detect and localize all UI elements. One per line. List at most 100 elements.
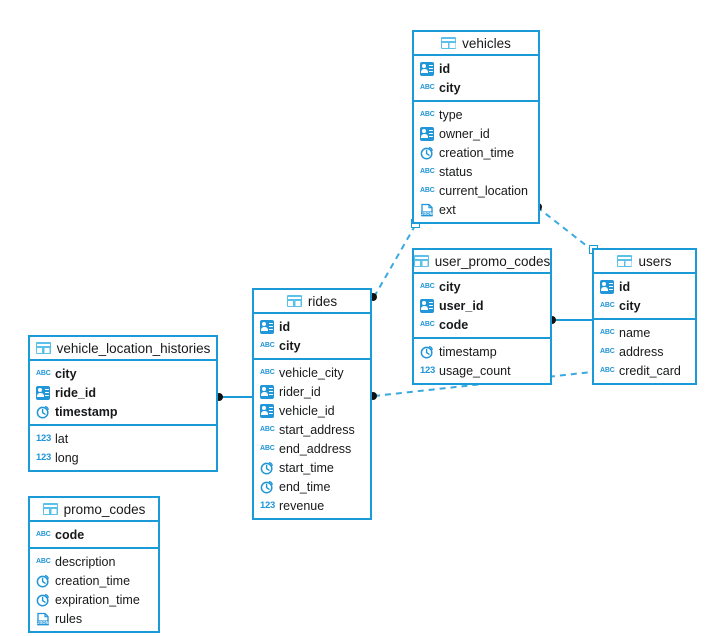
- timestamp-icon: [36, 574, 50, 588]
- column-name: ride_id: [55, 385, 96, 400]
- column-row[interactable]: ABC type: [414, 105, 538, 124]
- column-name: user_id: [439, 298, 484, 313]
- column-name: end_time: [279, 479, 331, 494]
- column-name: address: [619, 344, 664, 359]
- string-icon: ABC: [420, 84, 435, 91]
- string-icon: ABC: [420, 187, 435, 194]
- column-row[interactable]: timestamp: [30, 402, 216, 421]
- column-name: lat: [55, 431, 69, 446]
- column-row[interactable]: owner_id: [414, 124, 538, 143]
- column-row[interactable]: ABC name: [594, 323, 695, 342]
- column-row[interactable]: timestamp: [414, 342, 550, 361]
- string-icon: ABC: [36, 558, 51, 565]
- string-icon: ABC: [420, 111, 435, 118]
- column-row[interactable]: expiration_time: [30, 590, 158, 609]
- column-row[interactable]: ride_id: [30, 383, 216, 402]
- column-row[interactable]: vehicle_id: [254, 401, 370, 420]
- table-icon: [413, 255, 429, 267]
- column-row[interactable]: id: [594, 277, 695, 296]
- table-header[interactable]: rides: [254, 290, 370, 314]
- column-row[interactable]: end_time: [254, 477, 370, 496]
- table-icon: [441, 37, 457, 49]
- timestamp-icon: [420, 146, 434, 160]
- column-name: rider_id: [279, 384, 321, 399]
- column-name: name: [619, 325, 651, 340]
- uuid-icon: [420, 126, 434, 141]
- column-row[interactable]: creation_time: [30, 571, 158, 590]
- column-row[interactable]: ABC address: [594, 342, 695, 361]
- column-row[interactable]: ABC city: [414, 78, 538, 97]
- endpoint-dot-upc-code: [548, 316, 556, 324]
- json-icon: JSON: [420, 203, 434, 217]
- column-name: creation_time: [439, 145, 515, 160]
- endpoint-dot-rides-top: [369, 293, 377, 301]
- column-row[interactable]: ABC current_location: [414, 181, 538, 200]
- column-name: id: [619, 279, 631, 294]
- string-icon: ABC: [260, 445, 275, 452]
- column-name: timestamp: [55, 404, 118, 419]
- column-row[interactable]: creation_time: [414, 143, 538, 162]
- column-name: city: [55, 366, 77, 381]
- column-row[interactable]: id: [254, 317, 370, 336]
- uuid-icon: [420, 298, 434, 313]
- table-header[interactable]: users: [594, 250, 695, 274]
- table-header[interactable]: vehicle_location_histories: [30, 337, 216, 361]
- column-row[interactable]: user_id: [414, 296, 550, 315]
- column-name: city: [439, 80, 461, 95]
- column-row[interactable]: rider_id: [254, 382, 370, 401]
- table-header[interactable]: user_promo_codes: [413, 250, 550, 274]
- timestamp-icon: [36, 593, 50, 607]
- string-icon: ABC: [36, 531, 51, 538]
- string-icon: ABC: [600, 302, 615, 309]
- column-name: start_address: [279, 422, 355, 437]
- column-name: start_time: [279, 460, 334, 475]
- column-row[interactable]: start_time: [254, 458, 370, 477]
- table-header[interactable]: vehicles: [414, 32, 538, 56]
- column-row[interactable]: ABC description: [30, 552, 158, 571]
- column-row[interactable]: id: [414, 59, 538, 78]
- column-row[interactable]: ABC city: [30, 364, 216, 383]
- column-name: current_location: [439, 183, 528, 198]
- column-name: vehicle_city: [279, 365, 344, 380]
- number-icon: 123: [420, 365, 435, 376]
- table-icon: [617, 255, 633, 267]
- number-icon: 123: [36, 452, 51, 463]
- column-name: type: [439, 107, 463, 122]
- timestamp-icon: [420, 345, 434, 359]
- string-icon: ABC: [36, 370, 51, 377]
- column-name: rules: [55, 611, 83, 626]
- timestamp-icon: [36, 405, 50, 419]
- table-header[interactable]: promo_codes: [30, 498, 158, 522]
- string-icon: ABC: [600, 329, 615, 336]
- column-name: description: [55, 554, 116, 569]
- table-title: vehicle_location_histories: [56, 340, 211, 356]
- column-name: code: [439, 317, 469, 332]
- string-icon: ABC: [600, 348, 615, 355]
- edge-vehicles-users: [536, 206, 593, 251]
